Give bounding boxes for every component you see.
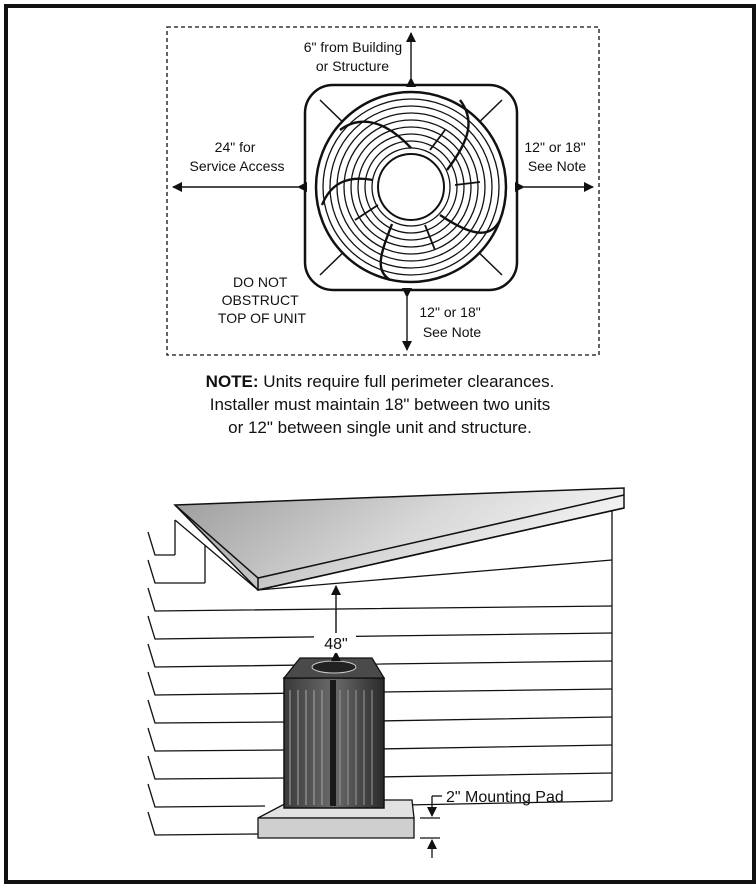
note-line-3: or 12" between single unit and structure… bbox=[228, 418, 532, 437]
house-siding bbox=[147, 500, 613, 836]
pad-dimension bbox=[420, 795, 442, 858]
mounting-pad-label: 2" Mounting Pad bbox=[446, 789, 564, 806]
bottom-clearance-label: 12" or 18" See Note bbox=[419, 304, 484, 340]
top-view: 6" from Building or Structure 24" for Se… bbox=[166, 26, 600, 356]
note-line-2: Installer must maintain 18" between two … bbox=[209, 395, 551, 414]
obstruct-warning: DO NOT OBSTRUCT TOP OF UNIT bbox=[218, 274, 307, 326]
note-heading: NOTE: bbox=[205, 372, 259, 391]
clearance-boundary bbox=[166, 26, 600, 356]
fan-grille bbox=[314, 90, 508, 284]
note-line-1: Units require full perimeter clearances. bbox=[263, 372, 555, 391]
diagram-frame bbox=[4, 4, 756, 884]
clearance-note: NOTE: Units require full perimeter clear… bbox=[80, 370, 680, 439]
ac-unit bbox=[282, 657, 386, 809]
right-clearance-label: 12" or 18" See Note bbox=[524, 139, 589, 174]
left-clearance-label: 24" for Service Access bbox=[190, 139, 285, 174]
roof bbox=[173, 487, 625, 591]
side-view: 48" 2" Mounting Pad bbox=[147, 487, 625, 858]
top-clearance-label: 6" from Building or Structure bbox=[304, 39, 406, 74]
height-clearance-label: 48" bbox=[324, 636, 347, 653]
